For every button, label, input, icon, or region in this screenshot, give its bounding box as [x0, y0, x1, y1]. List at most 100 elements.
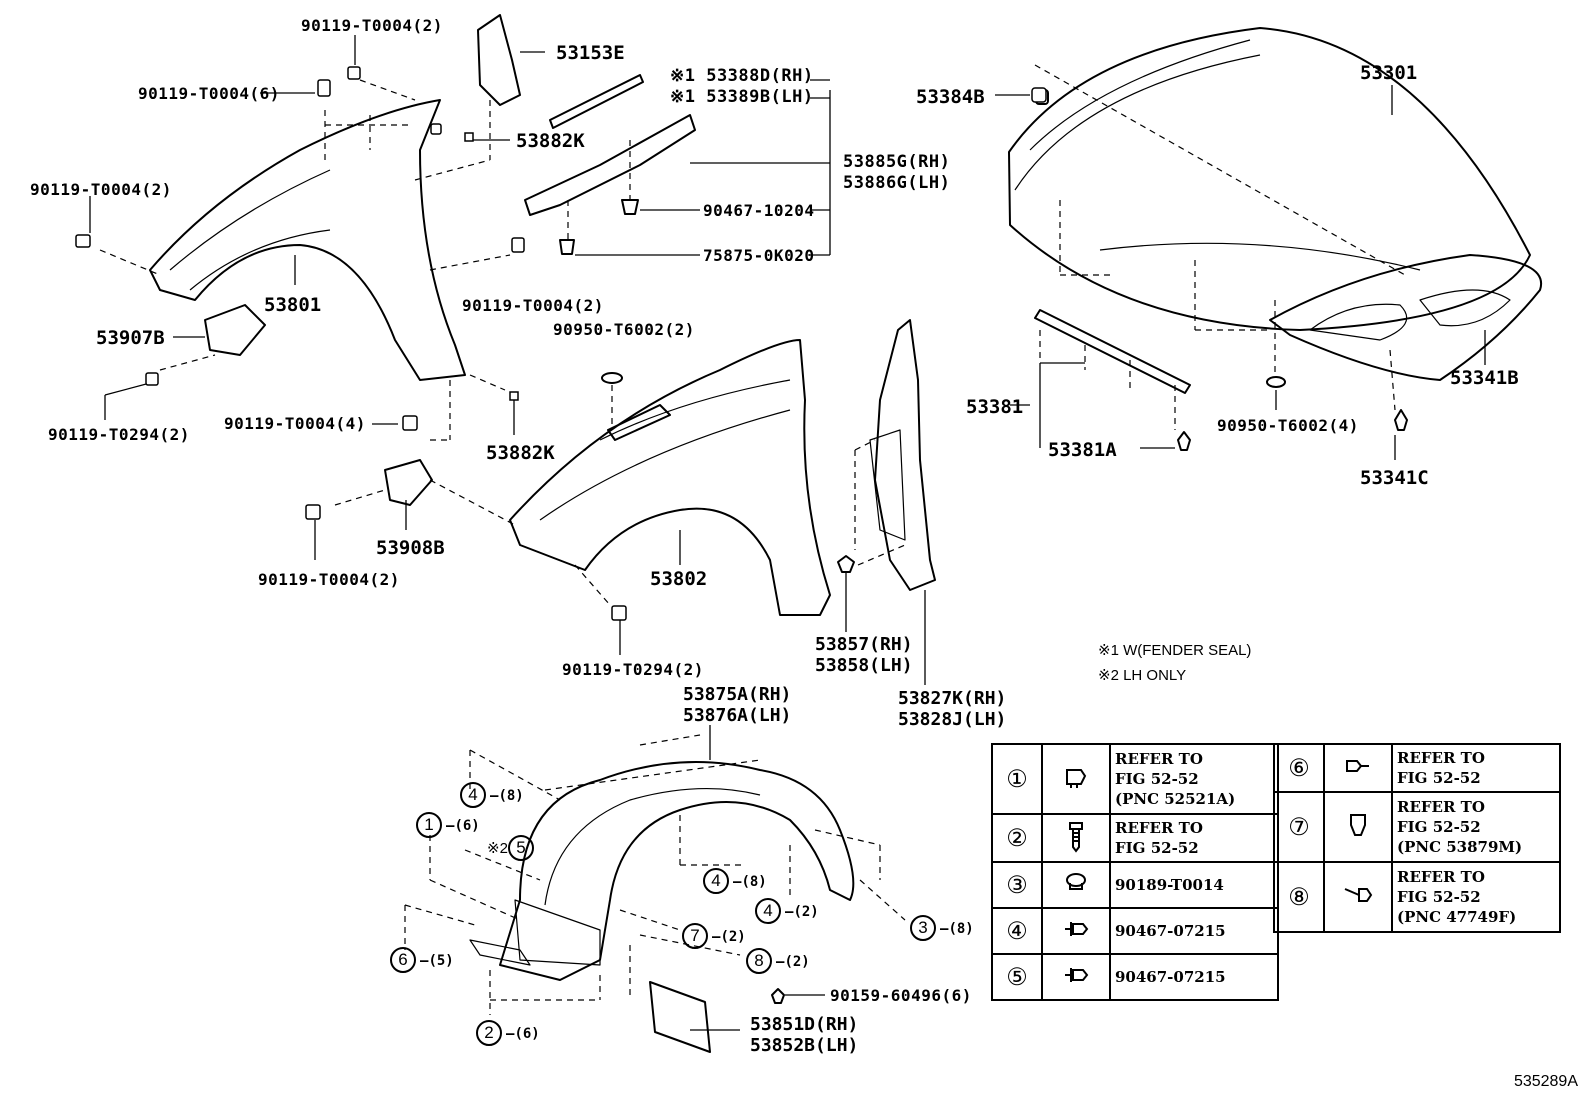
legend-text[interactable]: 90467-07215 [1109, 907, 1279, 955]
label-seal-53388d[interactable]: ※1 53388D(RH) [670, 66, 814, 86]
legend-line: (PNC 53879M) [1397, 838, 1523, 856]
callout-1[interactable]: 1–(6) [416, 812, 480, 838]
legend-line: FIG 52-52 [1397, 888, 1481, 906]
label-bracket-53153e[interactable]: 53153E [556, 42, 625, 64]
label-seal-53886g[interactable]: 53886G(LH) [843, 173, 951, 193]
legend-number: ④ [991, 907, 1043, 955]
legend-text[interactable]: 90189-T0014 [1109, 861, 1279, 909]
hood-shape [1008, 27, 1531, 331]
label-bolt-t0294-bottom[interactable]: 90119-T0294(2) [562, 660, 704, 679]
label-fender-bolt-left2[interactable]: 90119-T0004(2) [30, 180, 172, 199]
clip-icon [1041, 907, 1111, 955]
label-mudguard-53852b[interactable]: 53852B(LH) [750, 1035, 859, 1056]
label-clip-75875[interactable]: 75875-0K020 [703, 246, 815, 265]
clip-icon [1323, 743, 1393, 793]
note-fender-seal: ※1 W(FENDER SEAL) [1098, 642, 1252, 659]
label-seal-53885g[interactable]: 53885G(RH) [843, 152, 951, 172]
label-hood-bumper-53384b[interactable]: 53384B [916, 86, 985, 108]
label-hood-insulator-53341b[interactable]: 53341B [1450, 367, 1519, 389]
label-panel-53827k[interactable]: 53827K(RH) [898, 688, 1007, 709]
label-bolt-90119-mid[interactable]: 90119-T0004(2) [462, 296, 604, 315]
callout-number: 1 [416, 812, 442, 838]
legend-text[interactable]: REFER TO FIG 52-52 (PNC 53879M) [1391, 791, 1561, 863]
label-seal-53381[interactable]: 53381 [966, 396, 1024, 418]
label-fender-53802[interactable]: 53802 [650, 568, 708, 590]
bracket-53153e-shape [477, 14, 521, 106]
label-bolt-t0294-left[interactable]: 90119-T0294(2) [48, 425, 190, 444]
label-plug-90950-b[interactable]: 90950-T6002(4) [1217, 416, 1359, 435]
legend-line: REFER TO [1115, 819, 1203, 837]
callout-number: 5 [507, 835, 534, 861]
fender-lh-shape [149, 99, 466, 381]
hood-seal-shape [1034, 309, 1191, 394]
callout-8[interactable]: 8–(2) [746, 948, 810, 974]
callout-4-a[interactable]: 4–(8) [460, 782, 524, 808]
label-liner-53876a[interactable]: 53876A(LH) [683, 705, 792, 726]
legend-line: FIG 52-52 [1397, 818, 1481, 836]
screw-icon [1041, 813, 1111, 863]
label-stopper-53857[interactable]: 53857(RH) [815, 634, 913, 655]
clip-icon [1323, 791, 1393, 863]
label-bracket-53907b[interactable]: 53907B [96, 327, 165, 349]
callout-number: 3 [910, 915, 936, 941]
clip-icon [1041, 953, 1111, 1001]
callout-qty: (2) [784, 954, 810, 970]
legend-row: ⑤ 90467-07215 [991, 953, 1279, 1001]
legend-row: ④ 90467-07215 [991, 907, 1279, 955]
label-fender-53801[interactable]: 53801 [264, 294, 322, 316]
legend-text[interactable]: 90467-07215 [1109, 953, 1279, 1001]
label-clip-53882k-top[interactable]: 53882K [516, 130, 585, 152]
label-fender-bolt-left6[interactable]: 90119-T0004(6) [138, 84, 280, 103]
legend-text[interactable]: REFER TO FIG 52-52 [1391, 743, 1561, 793]
legend-number: ⑥ [1273, 743, 1325, 793]
hood-insulator-shape [1269, 254, 1543, 381]
fender-liner-shape [499, 761, 855, 981]
label-bolt-t0004-bottom[interactable]: 90119-T0004(2) [258, 570, 400, 589]
label-liner-53875a[interactable]: 53875A(RH) [683, 684, 792, 705]
label-screw-90159[interactable]: 90159-60496(6) [830, 986, 972, 1005]
label-fender-bolt-top[interactable]: 90119-T0004(2) [301, 16, 443, 35]
fender-rh-shape [509, 339, 831, 616]
legend-row: ③ 90189-T0014 [991, 861, 1279, 909]
legend-line: (PNC 52521A) [1115, 790, 1236, 808]
callout-qty: (6) [454, 818, 480, 834]
label-seal-53381a[interactable]: 53381A [1048, 439, 1117, 461]
legend-number: ⑧ [1273, 861, 1325, 933]
label-bracket-53908b[interactable]: 53908B [376, 537, 445, 559]
legend-line: REFER TO [1397, 749, 1485, 767]
label-clip-53882k-bottom[interactable]: 53882K [486, 442, 555, 464]
label-clip-53341c[interactable]: 53341C [1360, 467, 1429, 489]
legend-line: REFER TO [1397, 798, 1485, 816]
callout-qty: (2) [720, 929, 746, 945]
label-clip-90467[interactable]: 90467-10204 [703, 201, 815, 220]
label-seal-53389b[interactable]: ※1 53389B(LH) [670, 87, 814, 107]
legend-number: ② [991, 813, 1043, 863]
callout-4-b[interactable]: 4–(8) [703, 868, 767, 894]
callout-qty: (8) [741, 874, 767, 890]
label-hood-53301[interactable]: 53301 [1360, 62, 1418, 84]
callout-7[interactable]: 7–(2) [682, 923, 746, 949]
seal-53885-shape [524, 114, 696, 216]
label-bolt-t0004-4[interactable]: 90119-T0004(4) [224, 414, 366, 433]
callout-number: 4 [703, 868, 729, 894]
callout-4-c[interactable]: 4–(2) [755, 898, 819, 924]
callout-3[interactable]: 3–(8) [910, 915, 974, 941]
callout-6[interactable]: 6–(5) [390, 947, 454, 973]
legend-line: FIG 52-52 [1397, 769, 1481, 787]
label-plug-90950-a[interactable]: 90950-T6002(2) [553, 320, 695, 339]
diagram-code: 535289A [1513, 1073, 1578, 1090]
label-mudguard-53851d[interactable]: 53851D(RH) [750, 1014, 859, 1035]
label-panel-53828j[interactable]: 53828J(LH) [898, 709, 1007, 730]
callout-2[interactable]: 2–(6) [476, 1020, 540, 1046]
grommet-icon [1041, 861, 1111, 909]
label-stopper-53858[interactable]: 53858(LH) [815, 655, 913, 676]
legend-line: REFER TO [1397, 868, 1485, 886]
